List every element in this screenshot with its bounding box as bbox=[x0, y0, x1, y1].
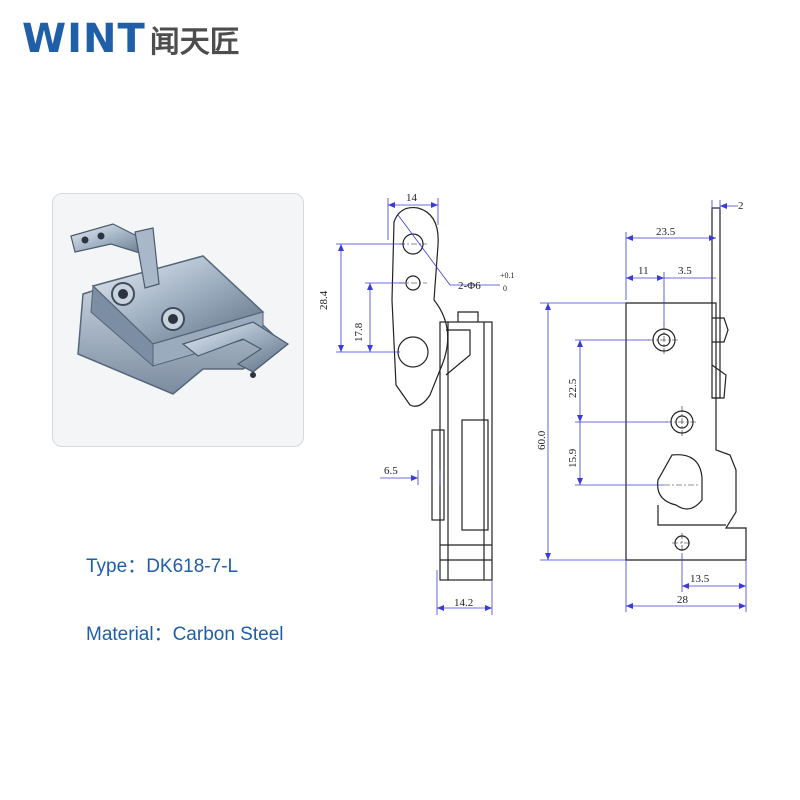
product-photo bbox=[52, 193, 304, 447]
dim-22-5: 22.5 bbox=[567, 378, 579, 398]
dim-2: 2 bbox=[738, 200, 744, 212]
spec-material: Material：Carbon Steel bbox=[86, 619, 283, 646]
dim-15-9: 15.9 bbox=[567, 448, 579, 468]
dim-60: 60.0 bbox=[536, 430, 548, 450]
brand-latin: WINT bbox=[22, 16, 146, 62]
brand-logo: WINT 闻天匠 bbox=[22, 14, 240, 64]
dim-hole-callout: 2-Φ6 bbox=[458, 280, 481, 292]
dim-17-8: 17.8 bbox=[353, 322, 365, 342]
dim-6-5: 6.5 bbox=[384, 465, 398, 477]
dim-11: 11 bbox=[638, 265, 649, 277]
dimension-lines bbox=[336, 198, 747, 615]
front-view bbox=[625, 207, 747, 561]
dim-28: 28 bbox=[677, 594, 689, 606]
spec-type: Type：DK618-7-L bbox=[86, 551, 238, 578]
dim-3-5: 3.5 bbox=[678, 265, 692, 277]
side-view bbox=[391, 206, 493, 581]
dim-hole-tol-upper: +0.1 bbox=[500, 271, 515, 280]
dim-14-2: 14.2 bbox=[454, 597, 473, 609]
brand-chinese: 闻天匠 bbox=[149, 25, 240, 60]
dim-23-5: 23.5 bbox=[656, 226, 676, 238]
spec-material-label: Material： bbox=[86, 624, 173, 645]
dim-hole-tol-lower: 0 bbox=[503, 284, 507, 293]
latch-photo-illustration bbox=[70, 223, 290, 395]
dimension-arrows bbox=[338, 202, 746, 611]
spec-type-label: Type： bbox=[86, 556, 147, 577]
dim-13-5: 13.5 bbox=[690, 573, 710, 585]
spec-material-value: Carbon Steel bbox=[172, 624, 284, 645]
dimension-labels: 14 28.4 17.8 2-Φ6 +0.1 0 6.5 14.2 2 23.5… bbox=[318, 192, 744, 609]
dim-28-4: 28.4 bbox=[318, 290, 330, 310]
dim-hole-prefix: 2-Φ6 bbox=[458, 280, 481, 292]
dim-14: 14 bbox=[406, 192, 418, 204]
spec-type-value: DK618-7-L bbox=[146, 556, 239, 577]
